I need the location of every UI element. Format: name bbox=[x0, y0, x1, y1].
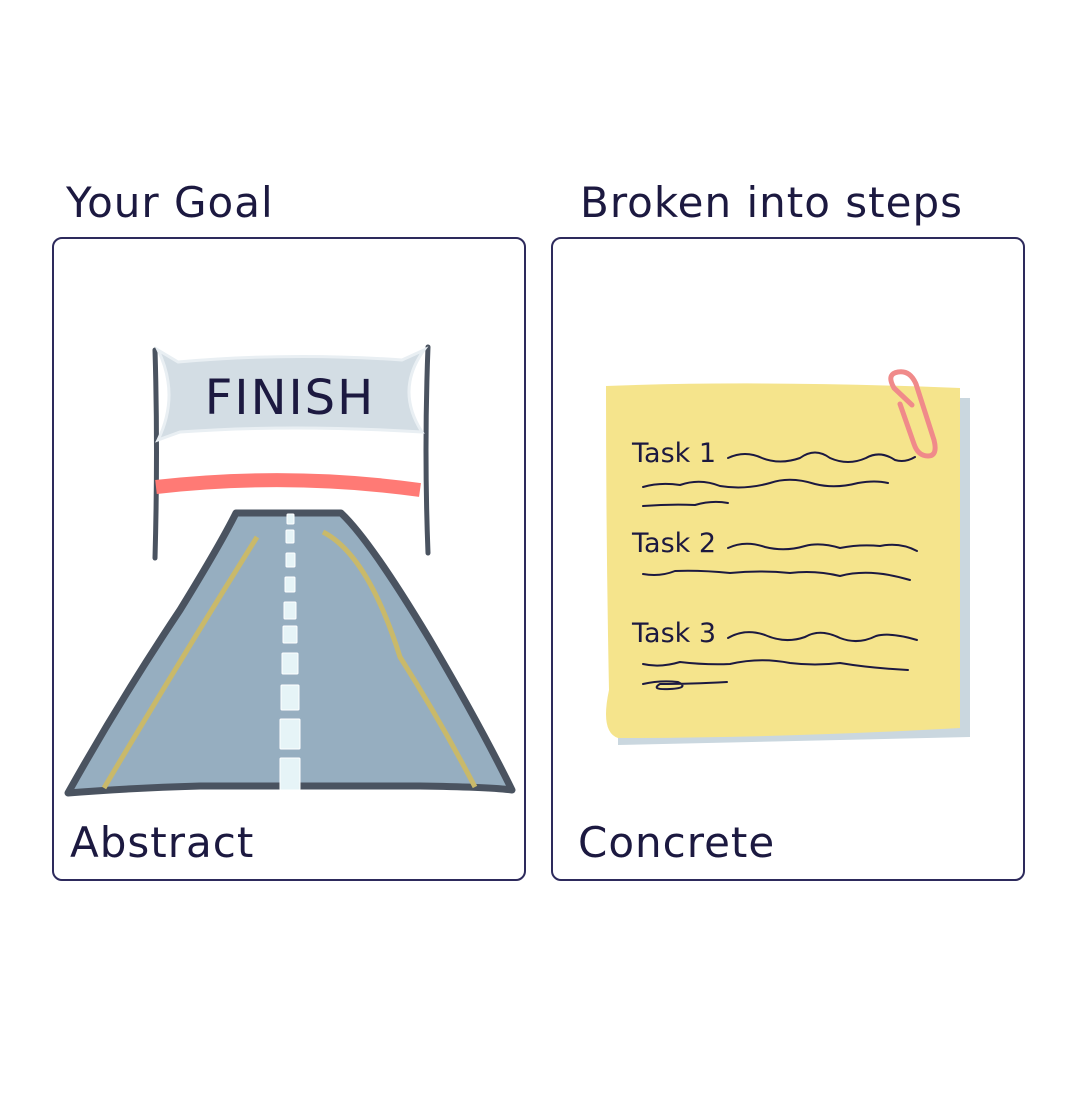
task-1-scribbles bbox=[642, 451, 916, 507]
finish-banner-text: FINISH bbox=[205, 370, 375, 426]
sticky-note-checklist-illustration: Task 1 Task 2 Task 3 bbox=[606, 369, 970, 745]
left-banner-pole bbox=[152, 347, 159, 561]
road-to-finish-line-illustration: FINISH bbox=[64, 344, 516, 797]
road-center-dashes bbox=[279, 513, 301, 791]
right-banner-pole bbox=[423, 344, 431, 556]
task-3-label: Task 3 bbox=[631, 618, 716, 649]
abstract-label: Abstract bbox=[70, 818, 255, 867]
task-2-label: Task 2 bbox=[631, 528, 716, 559]
finish-banner bbox=[154, 346, 429, 443]
task-3-scribbles bbox=[642, 631, 918, 691]
road-left-line bbox=[101, 535, 260, 790]
concrete-label: Concrete bbox=[578, 818, 776, 867]
sticky-note bbox=[606, 383, 960, 738]
finish-tape bbox=[155, 473, 421, 497]
goal-heading: Your Goal bbox=[66, 178, 274, 227]
road-right-line bbox=[321, 529, 478, 789]
steps-heading: Broken into steps bbox=[580, 178, 964, 227]
task-1-label: Task 1 bbox=[631, 438, 716, 469]
paperclip-icon bbox=[888, 369, 938, 459]
task-2-scribbles bbox=[642, 542, 918, 581]
